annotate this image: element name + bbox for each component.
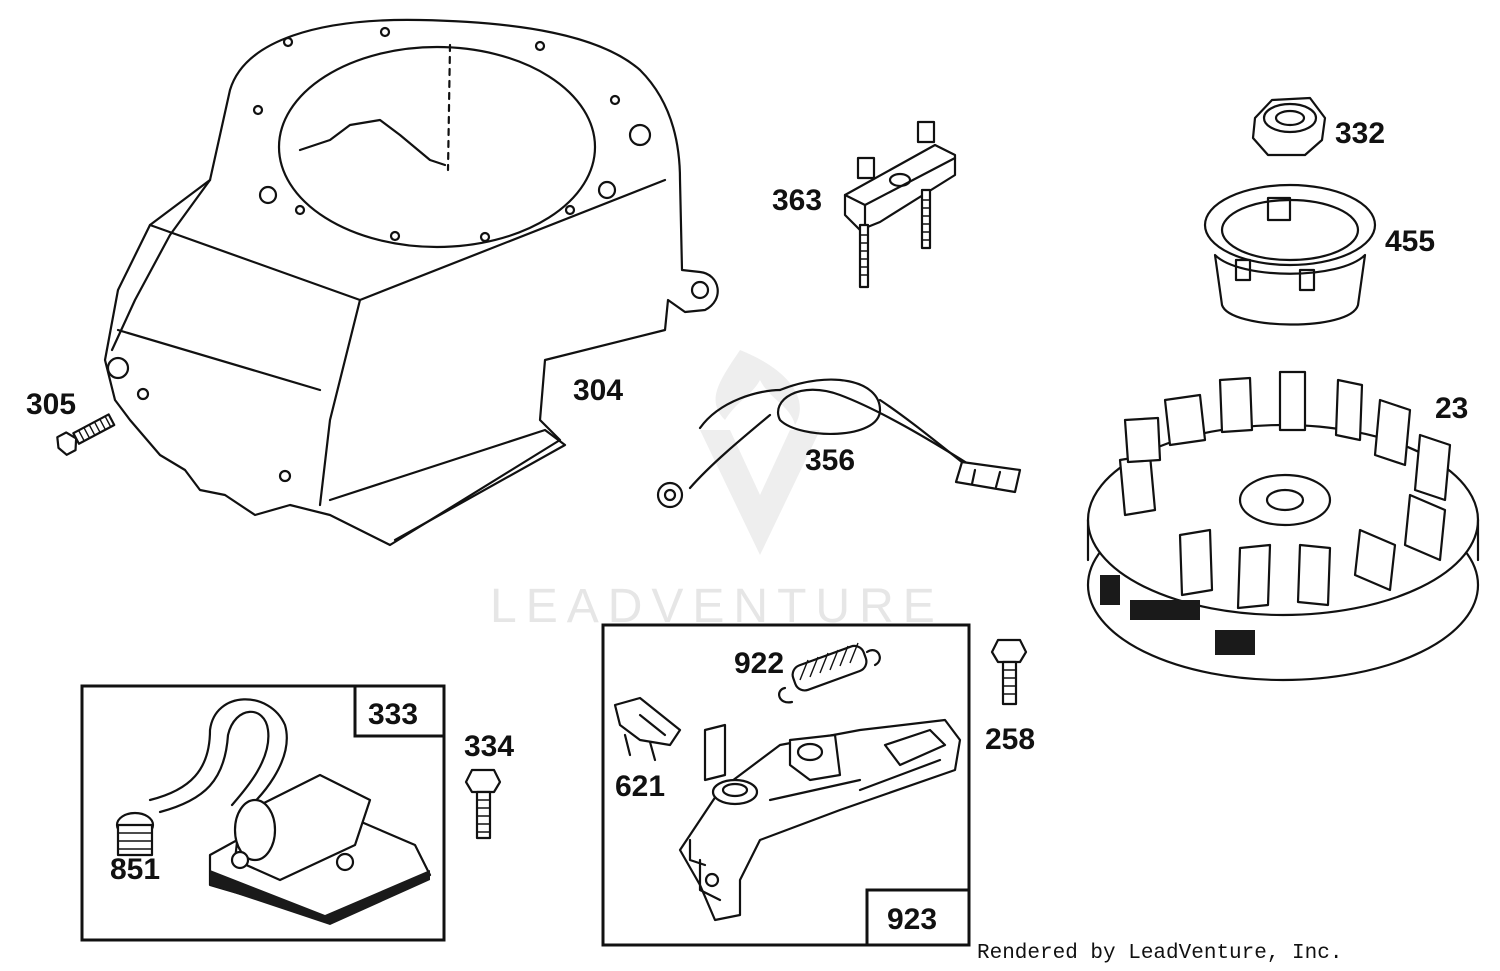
callout-363: 363 (772, 184, 822, 217)
bolt-334[interactable] (464, 768, 502, 840)
wire-harness-356[interactable] (656, 378, 1022, 509)
governor-control-box (601, 623, 971, 947)
callout-621: 621 (615, 770, 665, 803)
cup-455[interactable] (1203, 183, 1377, 326)
callout-334: 334 (464, 730, 514, 763)
bolt-258[interactable] (990, 638, 1028, 706)
callout-305: 305 (26, 388, 76, 421)
ignition-armature-box (80, 684, 446, 942)
callout-332: 332 (1335, 117, 1385, 150)
governor-control-923[interactable] (678, 718, 962, 922)
callout-922: 922 (734, 647, 784, 680)
callout-851: 851 (110, 853, 160, 886)
callout-455: 455 (1385, 225, 1435, 258)
watermark-flame-icon (715, 350, 800, 425)
governor-spring-922[interactable] (778, 642, 881, 704)
bracket-363[interactable] (843, 120, 957, 289)
ignition-armature-333[interactable] (115, 698, 432, 925)
callout-23: 23 (1435, 392, 1468, 425)
callout-labels: 304 305 363 356 332 455 23 333 334 851 9… (26, 117, 1468, 936)
callout-923: 923 (887, 903, 937, 936)
watermark: LEADVENTURE (490, 350, 935, 633)
blower-housing[interactable] (103, 18, 719, 547)
watermark-logo-icon (700, 430, 820, 555)
callout-258: 258 (985, 723, 1035, 756)
nut-332[interactable] (1251, 96, 1327, 157)
callout-356: 356 (805, 444, 855, 477)
screw-305[interactable] (54, 411, 116, 457)
callout-304: 304 (573, 374, 623, 407)
footer-credit: Rendered by LeadVenture, Inc. (977, 942, 1342, 965)
clip-621[interactable] (613, 696, 682, 762)
flywheel-23[interactable] (1086, 370, 1480, 682)
callout-333: 333 (368, 698, 418, 731)
